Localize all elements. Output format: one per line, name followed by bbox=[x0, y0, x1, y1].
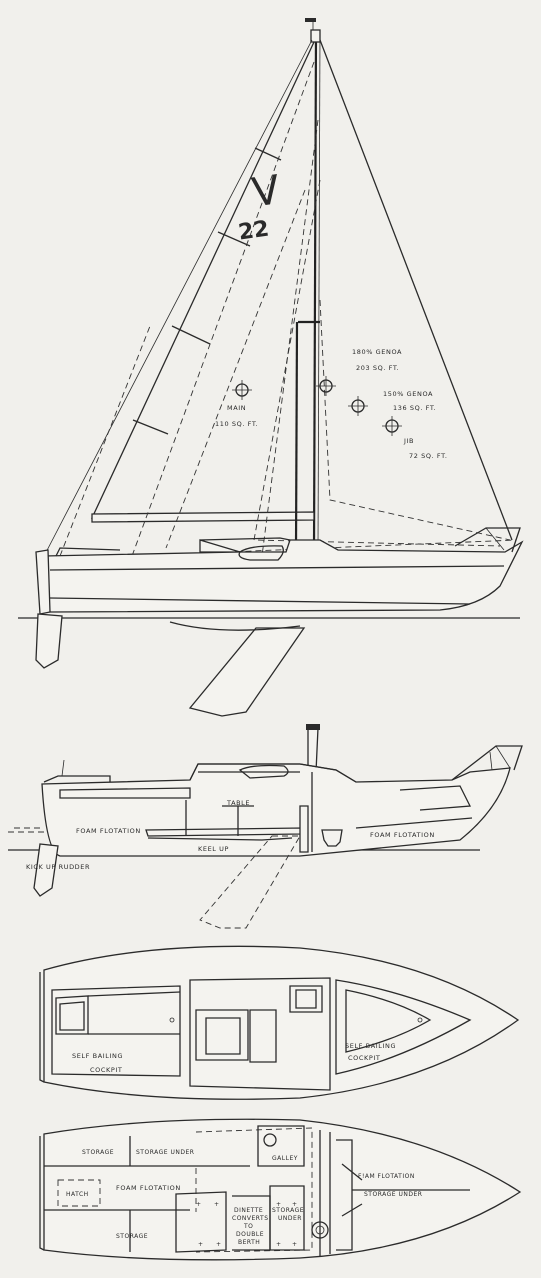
svg-text:+: + bbox=[276, 1241, 282, 1248]
main-label: MAIN bbox=[227, 404, 246, 412]
rudder-top bbox=[35, 613, 63, 669]
mainsail bbox=[90, 41, 315, 519]
self-bailing-aft-2: COCKPIT bbox=[90, 1066, 122, 1074]
jib-area: 72 SQ. FT. bbox=[409, 452, 448, 460]
foam-flotation-fwd-label: FOAM FLOTATION bbox=[370, 831, 435, 839]
svg-text:+: + bbox=[292, 1201, 298, 1208]
backstay bbox=[41, 39, 313, 561]
sail-centroid-symbols bbox=[232, 376, 402, 436]
dinette-label-4: DOUBLE bbox=[236, 1231, 264, 1238]
keel-up-label: KEEL UP bbox=[198, 845, 229, 853]
sail-logo-number: 22 bbox=[237, 216, 271, 245]
head-toilet bbox=[321, 829, 343, 847]
svg-text:+: + bbox=[214, 1201, 220, 1208]
svg-text:+: + bbox=[198, 1241, 204, 1248]
headsail-outlines bbox=[59, 61, 517, 557]
galley-label: GALLEY bbox=[272, 1155, 298, 1162]
svg-text:+: + bbox=[216, 1241, 222, 1248]
swing-keel bbox=[188, 627, 306, 717]
main-area: 110 SQ. FT. bbox=[215, 420, 258, 428]
svg-text:+: + bbox=[292, 1241, 298, 1248]
hull-side bbox=[35, 527, 524, 615]
storage-top-label: STORAGE bbox=[82, 1149, 114, 1156]
genoa150-area: 136 SQ. FT. bbox=[393, 404, 436, 412]
kick-up-rudder-label: KICK UP RUDDER bbox=[26, 863, 90, 871]
storage-under-top-label: STORAGE UNDER bbox=[136, 1149, 194, 1156]
boom bbox=[91, 511, 315, 523]
accommodation-plan: + + + + + + + + STORAGE STORAGE UNDER GALLEY… bbox=[39, 1118, 522, 1261]
dinette-label-5: BERTH bbox=[238, 1239, 260, 1246]
dinette-label-3: TO bbox=[243, 1223, 253, 1230]
sail-logo-letter: V bbox=[249, 167, 283, 216]
cushion-markers: + + + + + + + + bbox=[196, 1201, 298, 1248]
self-bailing-fwd-1: SELF BAILING bbox=[345, 1042, 396, 1050]
inboard-profile: TABLE FOAM FLOTATION FOAM FLOTATION KEEL… bbox=[8, 724, 523, 929]
storage-under-stb-label-2: UNDER bbox=[278, 1215, 302, 1222]
forestay bbox=[319, 39, 513, 541]
deck-plan: SELF BAILING COCKPIT SELF BAILING COCKPI… bbox=[39, 945, 520, 1100]
dinette-label-1: DINETTE bbox=[234, 1207, 263, 1214]
mast bbox=[305, 18, 321, 549]
accommodation-outline bbox=[43, 1118, 522, 1261]
genoa150-label: 150% GENOA bbox=[383, 390, 433, 398]
jib-label: JIB bbox=[403, 437, 414, 445]
self-bailing-aft-1: SELF BAILING bbox=[72, 1052, 123, 1060]
foam-flotation-aft-label: FOAM FLOTATION bbox=[76, 827, 141, 835]
svg-text:+: + bbox=[276, 1201, 282, 1208]
genoa180-label: 180% GENOA bbox=[352, 348, 402, 356]
foam-flotation-mid-label: FOAM FLOTATION bbox=[116, 1184, 181, 1192]
storage-bottom-label: STORAGE bbox=[116, 1233, 148, 1240]
svg-text:+: + bbox=[196, 1201, 202, 1208]
self-bailing-fwd-2: COCKPIT bbox=[348, 1054, 380, 1062]
deck-outline bbox=[43, 945, 520, 1100]
genoa180-area: 203 SQ. FT. bbox=[356, 364, 399, 372]
storage-under-stb-label-1: STORAGE bbox=[272, 1207, 304, 1214]
hatch-label: HATCH bbox=[66, 1191, 89, 1198]
storage-under-fwd-label: STORAGE UNDER bbox=[364, 1191, 422, 1198]
table-label: TABLE bbox=[226, 799, 250, 807]
kick-up-rudder bbox=[33, 843, 59, 897]
battens bbox=[132, 147, 282, 435]
foam-flotation-fwd-label: F!AM FLOTATION bbox=[358, 1173, 415, 1180]
hull-profile bbox=[41, 763, 511, 857]
sail-plan: V 22 MAIN 110 SQ. FT. 180% GENOA 203 SQ.… bbox=[18, 18, 524, 717]
dinette-label-2: CONVERTS bbox=[232, 1215, 269, 1222]
